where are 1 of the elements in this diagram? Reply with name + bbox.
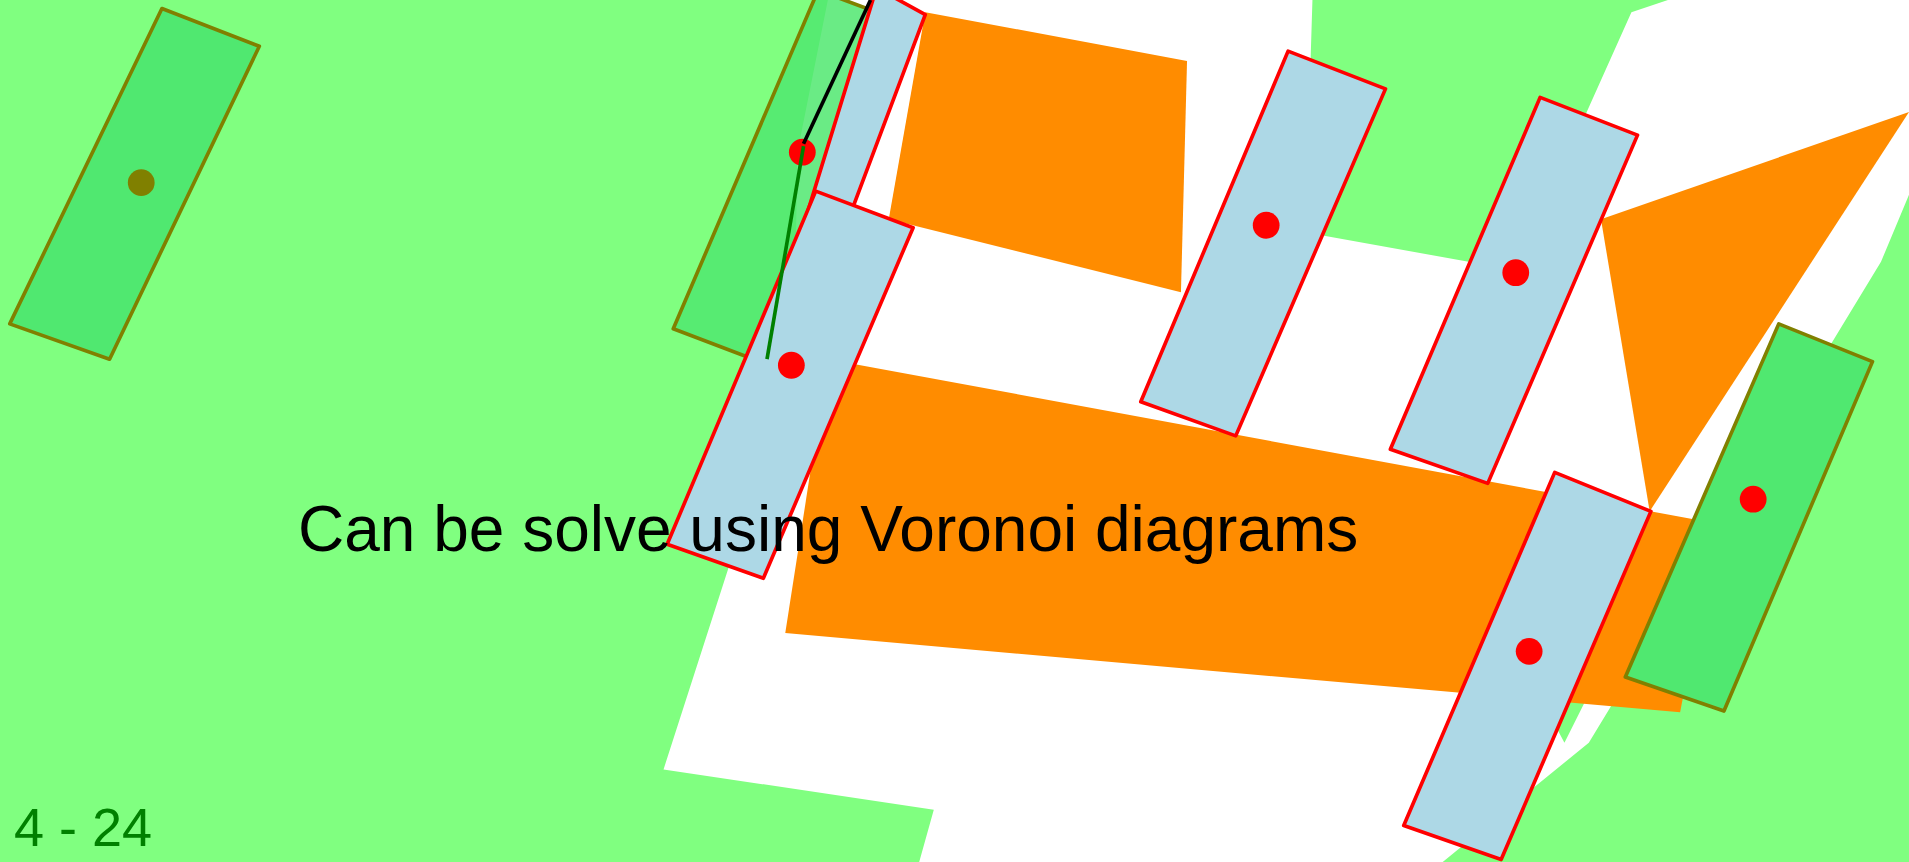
page-number: 4 - 24: [14, 800, 153, 854]
